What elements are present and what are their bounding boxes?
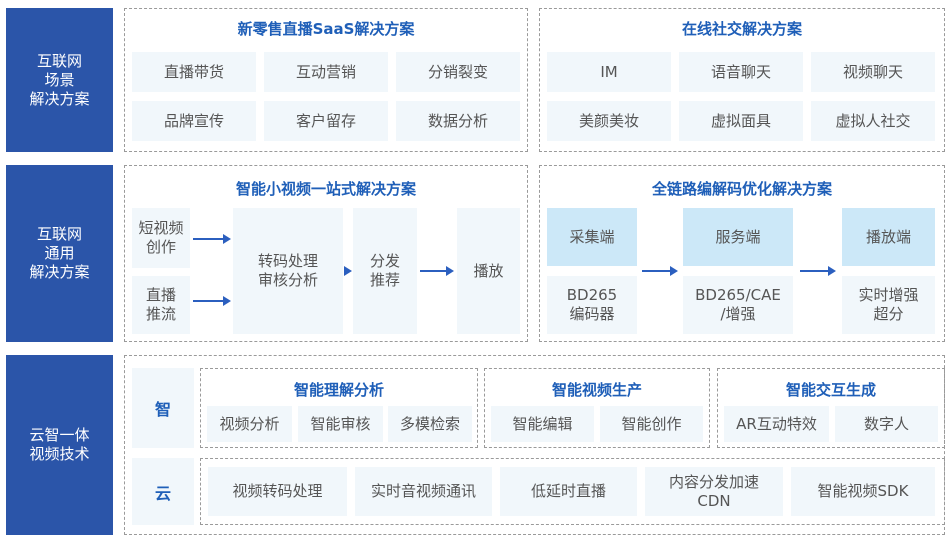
retail-item: 分销裂变 bbox=[396, 52, 520, 92]
social-item: 美颜美妆 bbox=[547, 101, 671, 141]
codec-title: 全链路编解码优化解决方案 bbox=[651, 180, 832, 198]
retail-panel bbox=[124, 8, 528, 152]
stage-player-detail: 实时增强 超分 bbox=[842, 276, 935, 334]
cloud-item: 低延时直播 bbox=[500, 467, 637, 516]
cloud-item: 视频转码处理 bbox=[208, 467, 347, 516]
input-short-video: 短视频 创作 bbox=[132, 208, 190, 268]
retail-item: 互动营销 bbox=[264, 52, 388, 92]
row-label-scenario: 互联网 场景 解决方案 bbox=[6, 8, 113, 152]
social-item: 虚拟面具 bbox=[679, 101, 803, 141]
group-item: AR互动特效 bbox=[724, 406, 829, 442]
social-item: IM bbox=[547, 52, 671, 92]
play-box: 播放 bbox=[457, 208, 520, 334]
stage-player: 播放端 bbox=[842, 208, 935, 266]
stage-capture: 采集端 bbox=[547, 208, 637, 266]
group-item: 视频分析 bbox=[207, 406, 292, 442]
arrow-right-icon bbox=[642, 266, 678, 276]
group-item: 智能审核 bbox=[298, 406, 383, 442]
social-item: 视频聊天 bbox=[811, 52, 935, 92]
zhi-label: 智 bbox=[132, 368, 194, 448]
retail-item: 数据分析 bbox=[396, 101, 520, 141]
arrow-right-icon bbox=[420, 266, 454, 276]
input-live-push: 直播 推流 bbox=[132, 276, 190, 334]
cloud-item: 实时音视频通讯 bbox=[355, 467, 492, 516]
cloud-item: 内容分发加速 CDN bbox=[645, 467, 783, 516]
group-understanding bbox=[200, 368, 478, 448]
social-item: 语音聊天 bbox=[679, 52, 803, 92]
group-title: 智能视频生产 bbox=[551, 381, 642, 399]
retail-item: 直播带货 bbox=[132, 52, 256, 92]
stage-capture-detail: BD265 编码器 bbox=[547, 276, 637, 334]
stage-server-detail: BD265/CAE /增强 bbox=[683, 276, 793, 334]
group-production bbox=[484, 368, 710, 448]
arrow-right-icon bbox=[193, 234, 231, 244]
arrow-right-icon bbox=[800, 266, 836, 276]
shortvideo-panel bbox=[124, 165, 528, 342]
cloud-group bbox=[200, 458, 945, 525]
row-label-general: 互联网 通用 解决方案 bbox=[6, 165, 113, 342]
retail-item: 客户留存 bbox=[264, 101, 388, 141]
group-title: 智能理解分析 bbox=[293, 381, 384, 399]
retail-item: 品牌宣传 bbox=[132, 101, 256, 141]
yun-label: 云 bbox=[132, 458, 194, 525]
arrow-right-icon bbox=[193, 296, 231, 306]
group-item: 智能创作 bbox=[600, 406, 703, 442]
arrow-right-icon bbox=[344, 266, 352, 276]
distribute-box: 分发 推荐 bbox=[353, 208, 417, 334]
group-item: 数字人 bbox=[835, 406, 938, 442]
group-item: 多模检索 bbox=[388, 406, 472, 442]
social-title: 在线社交解决方案 bbox=[681, 20, 802, 38]
social-panel bbox=[539, 8, 945, 152]
group-interaction bbox=[717, 368, 945, 448]
cloud-item: 智能视频SDK bbox=[791, 467, 935, 516]
row-label-tech: 云智一体 视频技术 bbox=[6, 355, 113, 535]
codec-panel bbox=[539, 165, 945, 342]
group-title: 智能交互生成 bbox=[785, 381, 876, 399]
shortvideo-title: 智能小视频一站式解决方案 bbox=[235, 180, 416, 198]
stage-server: 服务端 bbox=[683, 208, 793, 266]
retail-title: 新零售直播SaaS解决方案 bbox=[237, 20, 415, 38]
social-item: 虚拟人社交 bbox=[811, 101, 935, 141]
process-box: 转码处理 审核分析 bbox=[233, 208, 343, 334]
group-item: 智能编辑 bbox=[491, 406, 594, 442]
